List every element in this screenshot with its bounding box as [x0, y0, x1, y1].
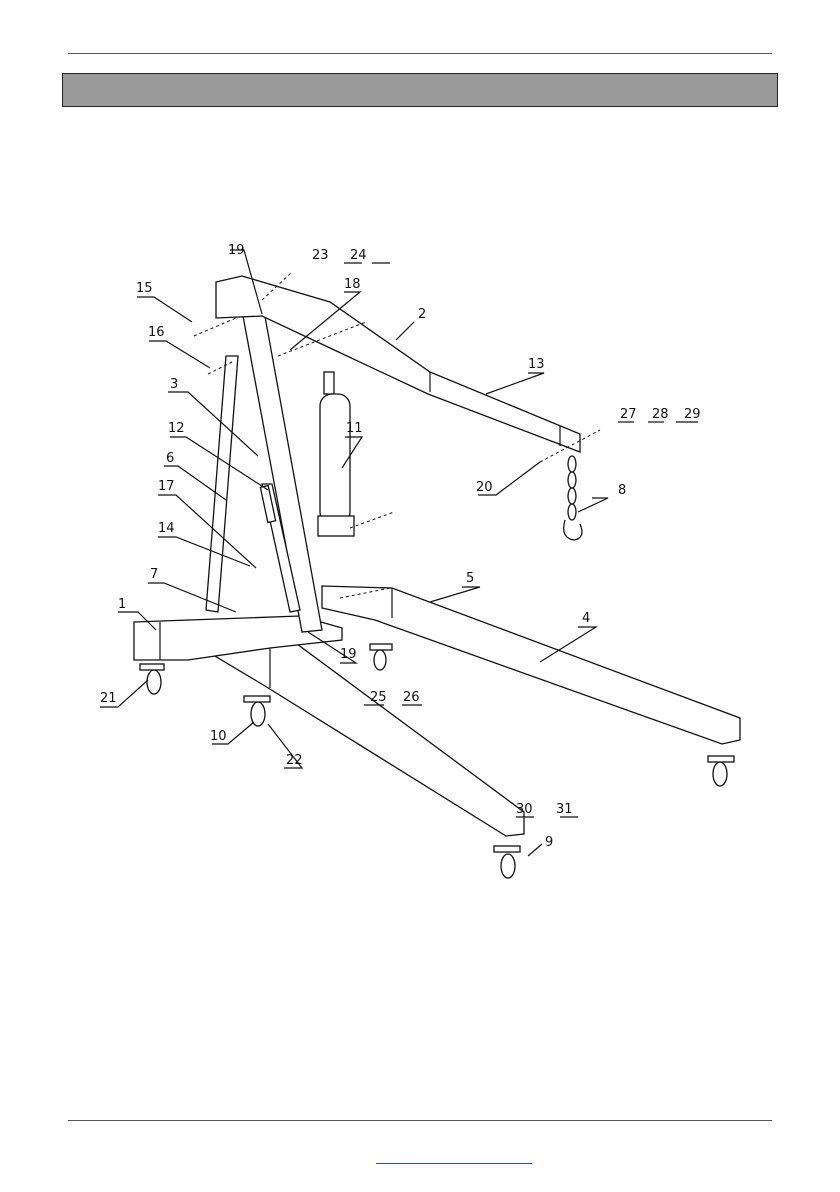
callout-31: 31 [556, 802, 573, 817]
callout-14: 14 [158, 521, 175, 536]
bolt-line-15 [194, 318, 236, 336]
caster-right-end [708, 756, 734, 786]
brace [206, 356, 238, 612]
mast [240, 300, 322, 632]
callout-29: 29 [684, 407, 701, 422]
callout-4: 4 [582, 611, 590, 626]
callout-19-base: 19 [340, 647, 357, 662]
callout-11: 11 [346, 421, 363, 436]
callout-28: 28 [652, 407, 669, 422]
caster-front-end [494, 846, 520, 878]
callout-19-top: 19 [228, 243, 245, 258]
callout-17: 17 [158, 479, 175, 494]
callout-2: 2 [418, 307, 426, 322]
callout-20: 20 [476, 480, 493, 495]
callout-13: 13 [528, 357, 545, 372]
footer-rule [68, 1120, 772, 1121]
callout-3: 3 [170, 377, 178, 392]
caster-rear-left [140, 664, 164, 694]
callout-26: 26 [403, 690, 420, 705]
callout-27: 27 [620, 407, 637, 422]
callout-25: 25 [370, 690, 387, 705]
callout-10: 10 [210, 729, 227, 744]
callout-8: 8 [618, 483, 626, 498]
hydraulic-cylinder [318, 372, 354, 536]
callout-12: 12 [168, 421, 185, 436]
callout-5: 5 [466, 571, 474, 586]
callout-22: 22 [286, 753, 303, 768]
callout-16: 16 [148, 325, 165, 340]
callout-6: 6 [166, 451, 174, 466]
callout-7: 7 [150, 567, 158, 582]
callout-9: 9 [545, 835, 553, 850]
hook-chain [564, 456, 582, 540]
callout-23: 23 [312, 248, 329, 263]
callout-24: 24 [350, 248, 367, 263]
caster-front-mid [244, 696, 270, 726]
callout-18: 18 [344, 277, 361, 292]
bolt-line-cyl [350, 512, 394, 528]
callout-15: 15 [136, 281, 153, 296]
callout-30: 30 [516, 802, 533, 817]
callout-1: 1 [118, 597, 126, 612]
footer-link[interactable] [376, 1163, 532, 1164]
caster-center [370, 644, 392, 670]
callout-21: 21 [100, 691, 117, 706]
